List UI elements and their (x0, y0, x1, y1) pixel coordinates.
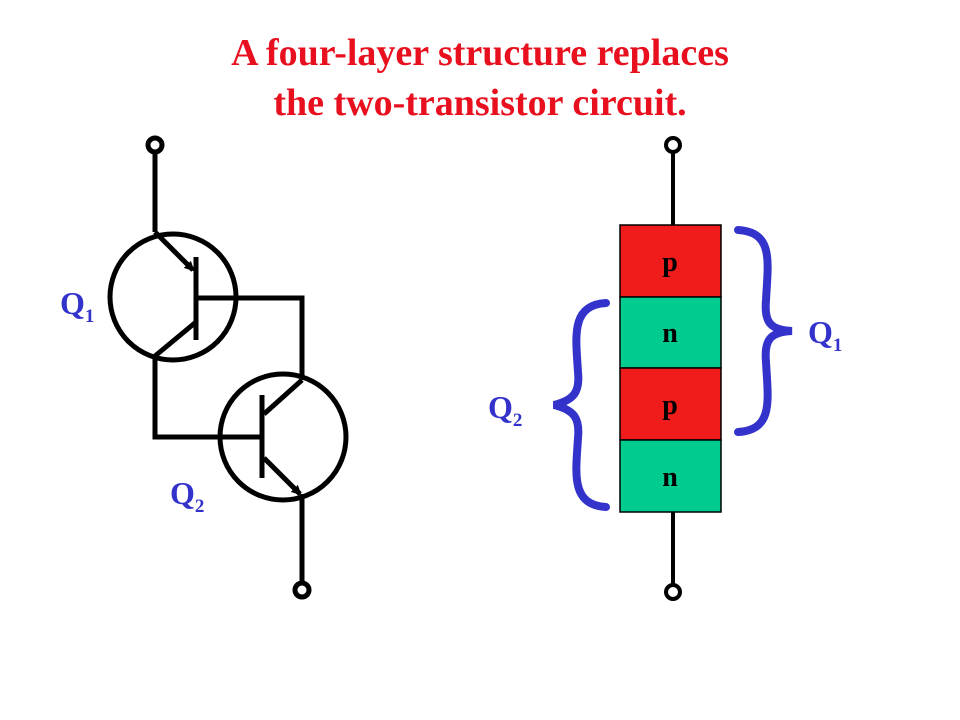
two-transistor-circuit (107, 135, 349, 600)
q2-label-left: Q2 (170, 475, 204, 517)
four-layer-structure: p n p n (619, 136, 722, 601)
layer-n-upper (619, 296, 722, 369)
q2-emitter (262, 456, 302, 496)
layer-label-3: p (662, 390, 678, 421)
q1-label-left: Q1 (60, 285, 94, 327)
bottom-terminal-left (292, 580, 312, 600)
q1-q2-link-wire (152, 356, 262, 440)
q1-collector (153, 320, 198, 358)
q2-collector (262, 378, 304, 416)
q1-label-right: Q1 (808, 314, 842, 356)
q1-right-brace (734, 226, 793, 436)
q2-transistor-circle (217, 371, 349, 503)
layer-n-bottom (619, 439, 722, 513)
layer-label-2: n (662, 318, 678, 349)
title-line-1: A four-layer structure replaces (231, 32, 729, 74)
bottom-terminal-right (664, 583, 682, 601)
layer-label-1: p (662, 247, 678, 278)
layer-p-lower (619, 367, 722, 441)
q2-label-right: Q2 (488, 389, 522, 431)
slide-title: A four-layer structure replaces the two-… (0, 28, 960, 128)
title-line-2: the two-transistor circuit. (273, 82, 687, 124)
top-terminal-right (664, 136, 682, 154)
q1-emitter (153, 230, 195, 272)
q1-base-wire (196, 295, 305, 380)
top-terminal-left (145, 135, 165, 155)
layer-label-4: n (662, 462, 678, 493)
q2-left-brace (552, 299, 610, 511)
layer-p-top (619, 224, 722, 298)
